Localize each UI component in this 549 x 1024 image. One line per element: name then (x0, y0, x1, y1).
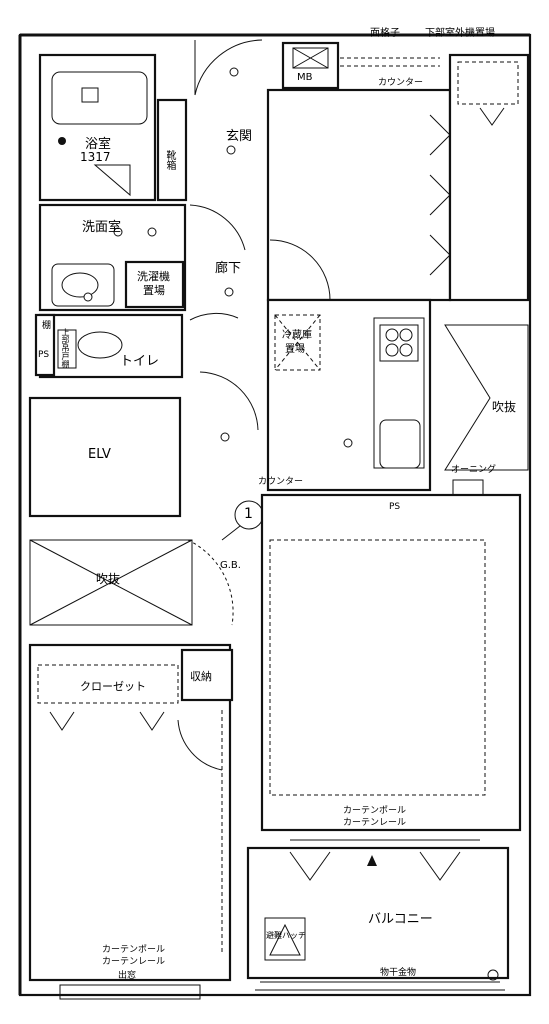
elv-label: ELV (88, 447, 111, 462)
upper-cabinet-label: 上部吊戸棚 (61, 328, 70, 368)
washer-label-1: 洗濯機 (137, 270, 170, 283)
balcony-label: バルコニー (368, 912, 433, 927)
bathroom-label: 浴室 (85, 137, 112, 152)
curtain-pole-bottom-label: カーテンポール (102, 945, 166, 955)
top-right-closet (448, 53, 530, 302)
storage-box (180, 648, 234, 702)
laundry-fitting-label: 物干金物 (380, 968, 417, 978)
bath-door-swing (93, 164, 131, 197)
awning-label: オーニング (451, 465, 497, 475)
mb-label: MB (297, 72, 313, 83)
storage-label: 収納 (190, 670, 212, 683)
bath-drain (81, 87, 99, 103)
fridge-label-1: 冷蔵庫 (282, 330, 312, 341)
washroom-label: 洗面室 (82, 220, 122, 235)
shower-head-icon (58, 137, 66, 145)
top-right-room (266, 88, 452, 302)
washer-label-2: 置場 (143, 284, 165, 297)
counter-mid-label: カウンター (258, 477, 304, 487)
hallway-label: 廊下 (215, 261, 242, 276)
bay-window-label: 出窓 (118, 971, 137, 981)
void-right-label: 吹抜 (492, 400, 517, 414)
gb-label: G.B. (220, 560, 241, 571)
mb-box (281, 41, 340, 90)
fridge-label-2: 置場 (285, 344, 305, 355)
top-note-1: 面格子 (370, 28, 400, 39)
washer-space (124, 260, 185, 309)
bath-size-label: 1317 (80, 150, 111, 164)
bathroom-room (38, 53, 157, 202)
curtain-pole-mid-label: カーテンポール (343, 806, 407, 816)
shoe-box-label: 靴箱 (164, 150, 175, 170)
curtain-rail-bottom-label: カーテンレール (102, 957, 166, 967)
hatch-label: 避難ハッチ (266, 931, 306, 940)
toilet-label: トイレ (120, 354, 160, 369)
void-left-label: 吹抜 (96, 572, 121, 586)
elevator-shaft (28, 396, 182, 518)
bathtub (51, 71, 148, 125)
counter-top-label: カウンター (378, 78, 424, 88)
entrance-door-swing (194, 39, 263, 96)
shelf-label: 棚 (42, 321, 52, 331)
kitchen-area (266, 298, 432, 492)
curtain-rail-mid-label: カーテンレール (343, 818, 407, 828)
shoe-box (156, 98, 188, 202)
ps-left-label: PS (38, 350, 50, 360)
closet-label: クローゼット (80, 680, 146, 693)
ps-kitchen-label: PS (389, 502, 401, 512)
toilet-room (38, 313, 184, 379)
entrance-label: 玄関 (226, 129, 253, 144)
ldk-room (260, 493, 522, 832)
marker-label: 1 (244, 506, 253, 522)
top-note-2: 下部室外機置場 (425, 28, 495, 39)
left-void (29, 539, 193, 626)
